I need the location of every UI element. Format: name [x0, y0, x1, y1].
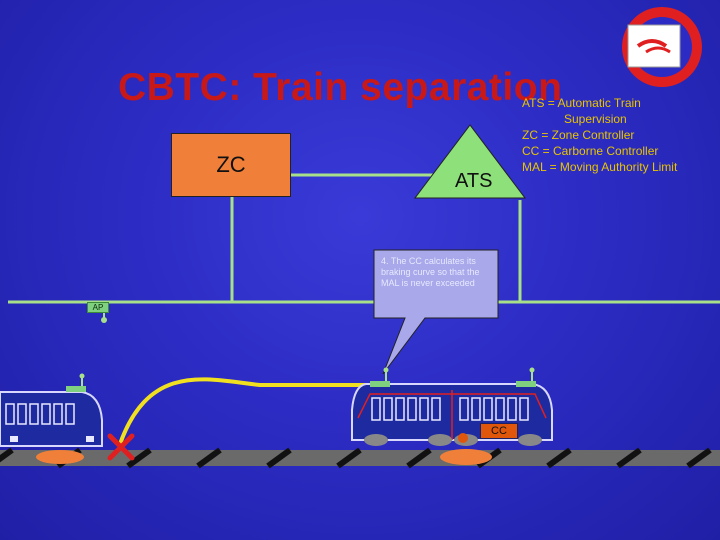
legend-line-mal: MAL = Moving Authority Limit — [522, 160, 678, 174]
metro-logo-icon — [622, 7, 702, 87]
page-title: CBTC: Train separation — [118, 66, 563, 109]
legend-line-ats: ATS = Automatic Train — [522, 96, 641, 110]
ats-triangle — [413, 124, 527, 199]
leading-train-position-marker — [36, 450, 84, 464]
callout-text: 4. The CC calculates its braking curve s… — [381, 256, 480, 288]
following-train-position-marker — [440, 449, 492, 465]
legend: ATS = Automatic Train Supervision ZC = Z… — [522, 95, 718, 175]
callout-bubble — [373, 249, 499, 375]
leading-train — [0, 373, 103, 464]
ats-label: ATS — [455, 170, 493, 192]
legend-line-zc: ZC = Zone Controller — [522, 128, 635, 142]
zc-label: ZC — [216, 152, 246, 177]
legend-line-ats-cont: Supervision — [564, 112, 627, 126]
zone-controller-box: ZC — [171, 133, 291, 197]
carborne-controller-label: CC — [480, 423, 518, 439]
network-lines — [8, 173, 720, 304]
braking-curve — [118, 377, 375, 445]
access-point-label: AP — [87, 302, 109, 313]
x-mark-icon — [107, 433, 135, 461]
ap-antenna-node — [101, 317, 107, 323]
legend-line-cc: CC = Carborne Controller — [522, 144, 659, 158]
